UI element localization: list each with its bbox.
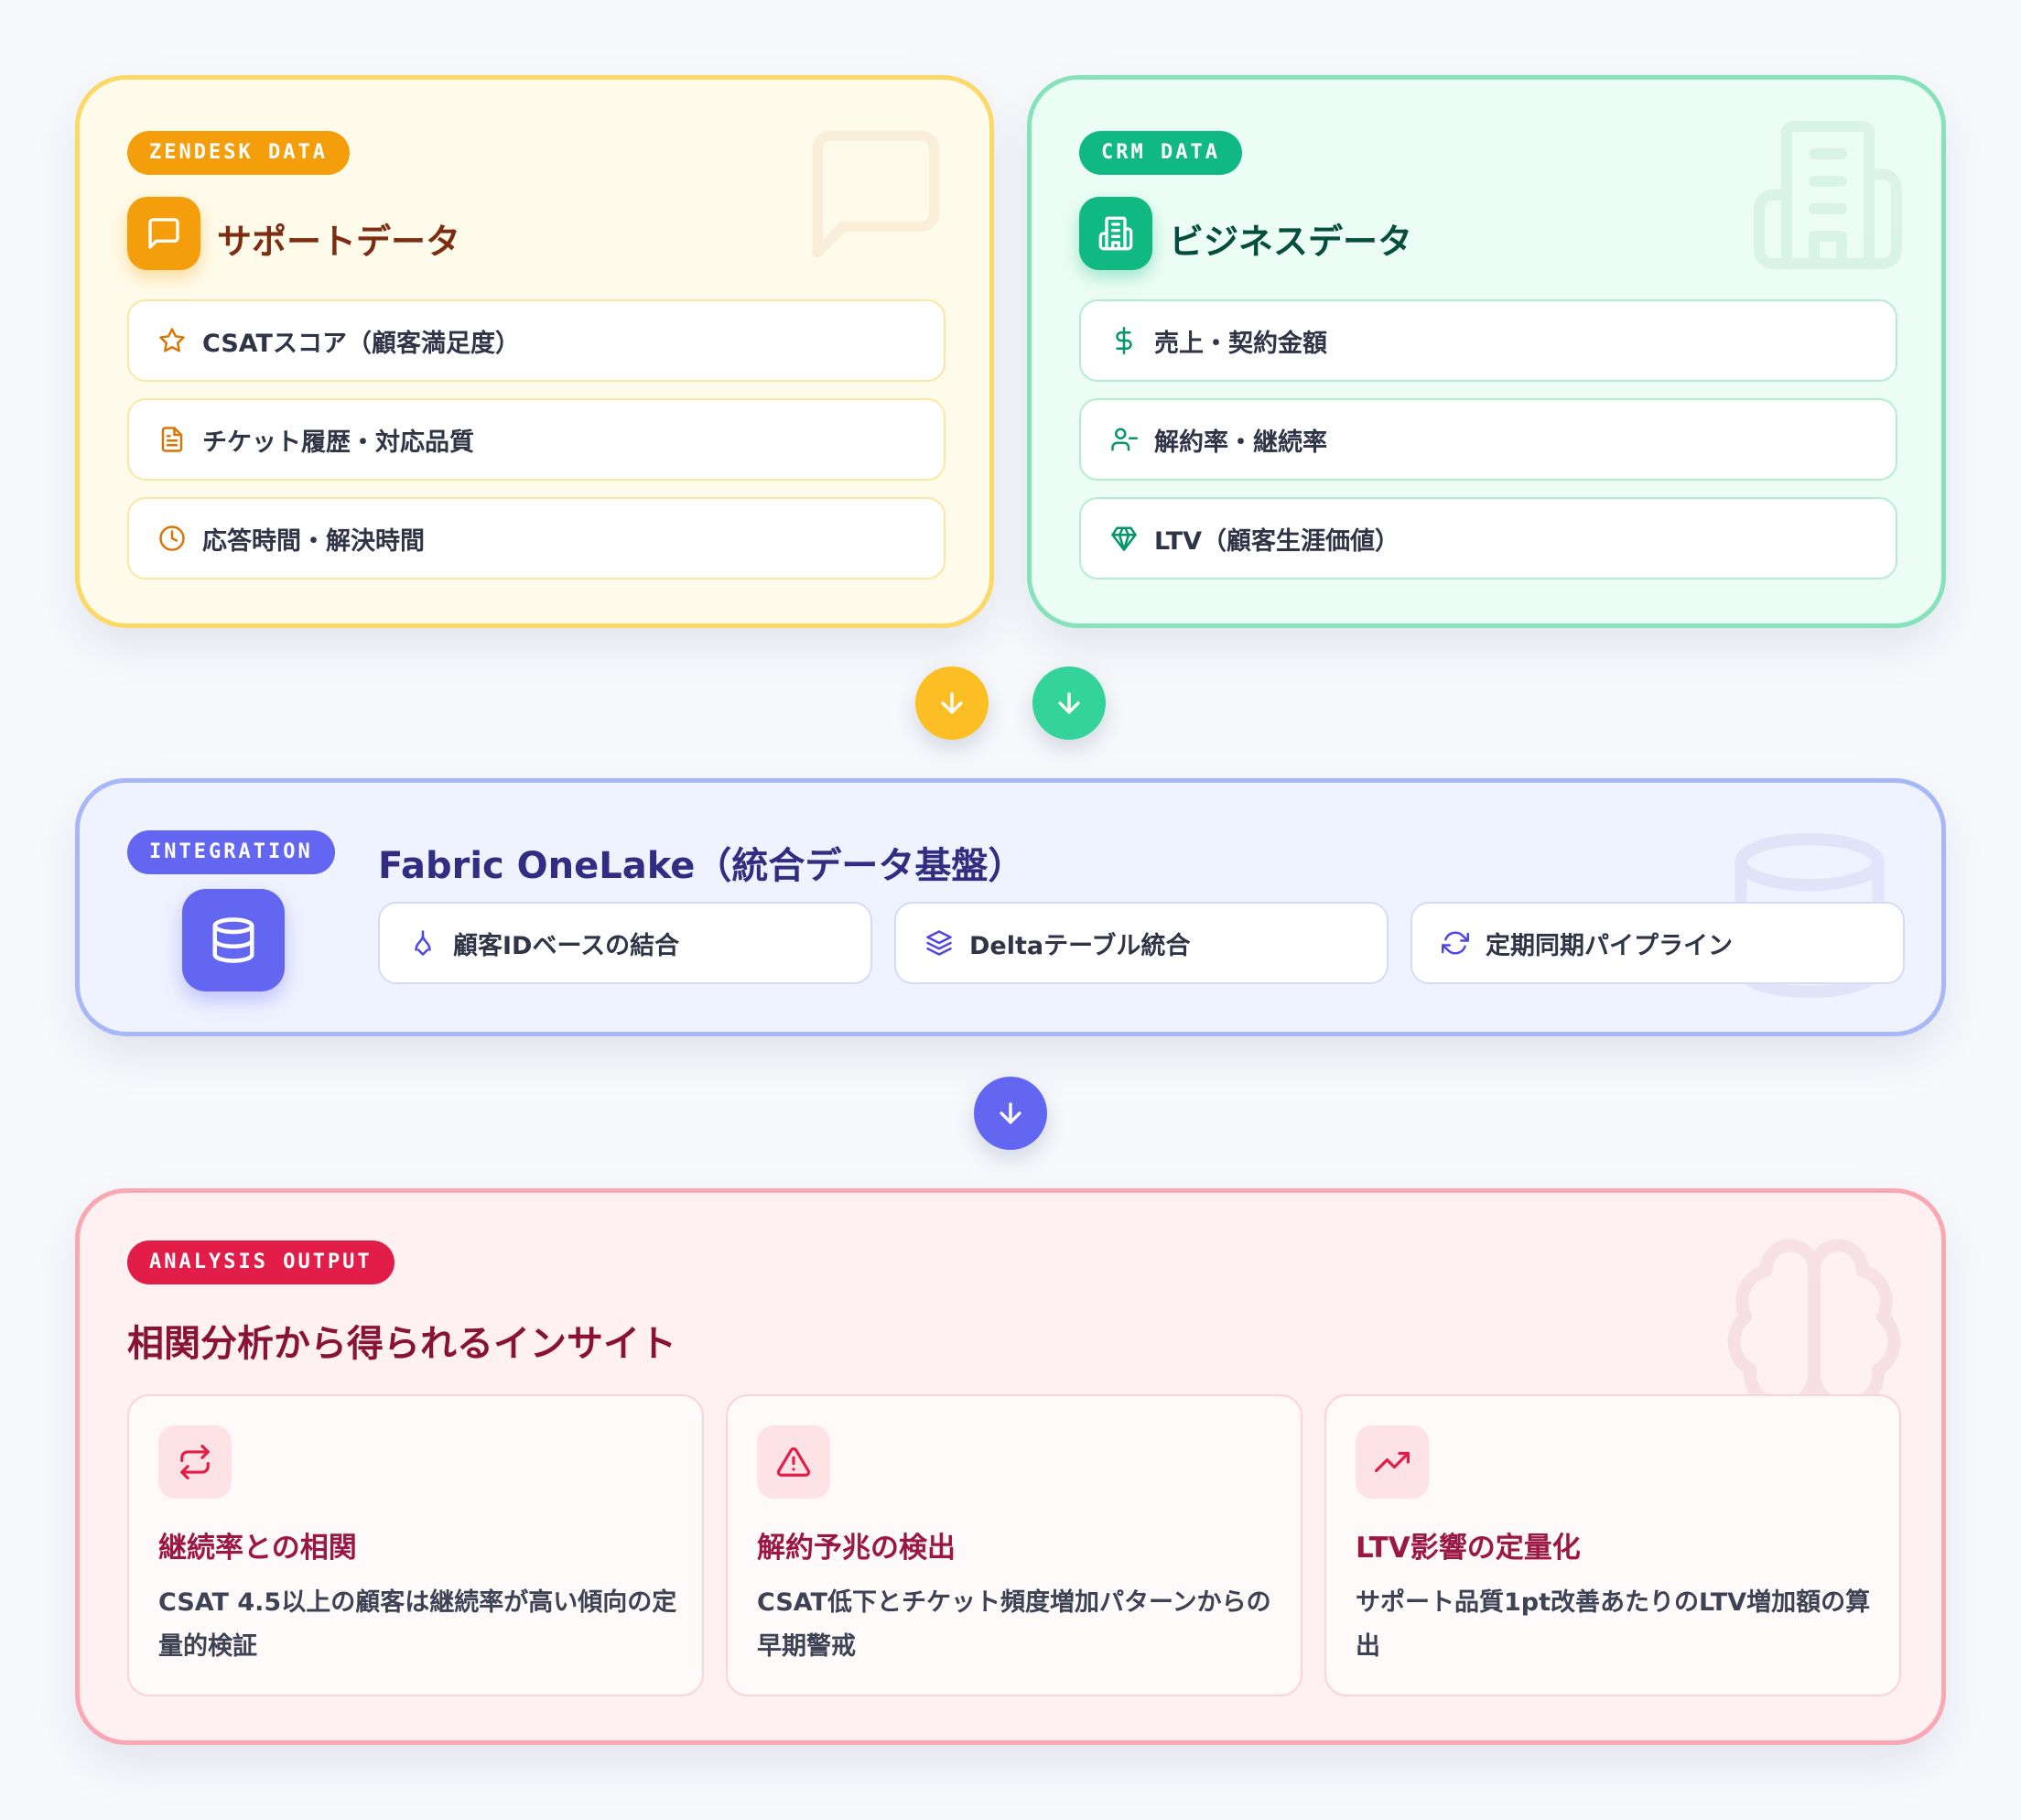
arrow-down-icon [1000, 1102, 1021, 1124]
insight-icon-box [757, 1425, 830, 1499]
integration-item-label: 顧客IDベースの結合 [453, 931, 680, 960]
support-data-title: サポートデータ [217, 222, 461, 262]
support-item-csat: CSATスコア（顧客満足度） [127, 299, 946, 382]
zendesk-data-badge: ZENDESK DATA [127, 131, 350, 175]
integration-item-label: 定期同期パイプライン [1486, 931, 1733, 960]
merge-icon [407, 927, 438, 959]
repeat-icon [180, 1445, 210, 1479]
file-text-icon [157, 424, 188, 455]
insight-description: CSAT低下とチケット頻度増加パターンからの早期警戒 [757, 1588, 1271, 1661]
dollar-icon [1108, 325, 1140, 356]
insight-icon-box [1356, 1425, 1429, 1499]
message-square-icon [812, 130, 940, 258]
flow-arrow-integration [974, 1077, 1047, 1150]
insight-title: 継続率との相関 [158, 1532, 357, 1565]
crm-data-card: CRM DATA ビジネスデータ 売上・契約金額 解約率・継続率 LTV（顧客生… [1027, 75, 1946, 628]
analysis-output-card: ANALYSIS OUTPUT 相関分析から得られるインサイト 継続率との相関 … [75, 1188, 1946, 1745]
insight-title: 解約予兆の検出 [757, 1532, 956, 1565]
business-data-title: ビジネスデータ [1169, 222, 1413, 262]
insight-card-retention: 継続率との相関 CSAT 4.5以上の顧客は継続率が高い傾向の定量的検証 [127, 1394, 704, 1696]
insight-card-ltv-impact: LTV影響の定量化 サポート品質1pt改善あたりのLTV増加額の算出 [1324, 1394, 1901, 1696]
flow-arrow-business [1032, 666, 1106, 740]
support-item-label: チケット履歴・対応品質 [202, 428, 474, 457]
trending-up-icon [1375, 1451, 1410, 1473]
star-icon [157, 325, 188, 356]
integration-item-label: Deltaテーブル統合 [969, 931, 1191, 960]
support-item-label: 応答時間・解決時間 [202, 526, 425, 556]
gem-icon [1108, 523, 1140, 554]
crm-item-revenue: 売上・契約金額 [1079, 299, 1897, 382]
insight-card-churn-signal: 解約予兆の検出 CSAT低下とチケット頻度増加パターンからの早期警戒 [726, 1394, 1302, 1696]
integration-item-delta: Deltaテーブル統合 [894, 902, 1389, 984]
building-icon [1754, 121, 1902, 269]
crm-item-label: 解約率・継続率 [1154, 428, 1327, 457]
integration-item-sync: 定期同期パイプライン [1410, 902, 1905, 984]
support-data-icon-box [127, 197, 200, 270]
support-item-tickets: チケット履歴・対応品質 [127, 398, 946, 481]
integration-badge: INTEGRATION [127, 830, 335, 874]
brain-icon [1727, 1239, 1901, 1413]
insight-title: LTV影響の定量化 [1356, 1532, 1581, 1565]
arrow-down-icon [941, 692, 963, 714]
message-square-icon [148, 218, 179, 249]
insight-description: サポート品質1pt改善あたりのLTV増加額の算出 [1356, 1588, 1871, 1661]
support-item-label: CSATスコア（顧客満足度） [202, 329, 520, 358]
insight-description: CSAT 4.5以上の顧客は継続率が高い傾向の定量的検証 [158, 1588, 677, 1661]
onelake-title: Fabric OneLake（統合データ基盤） [378, 845, 1025, 887]
database-icon [212, 917, 254, 963]
insights-title: 相関分析から得られるインサイト [127, 1323, 676, 1365]
layers-icon [924, 927, 955, 959]
crm-item-ltv: LTV（顧客生涯価値） [1079, 497, 1897, 580]
crm-item-label: 売上・契約金額 [1154, 329, 1327, 358]
integration-item-join: 顧客IDベースの結合 [378, 902, 872, 984]
integration-card: INTEGRATION Fabric OneLake（統合データ基盤） 顧客ID… [75, 778, 1946, 1036]
alert-triangle-icon [776, 1447, 811, 1477]
crm-item-label: LTV（顧客生涯価値） [1154, 526, 1400, 556]
support-item-response-time: 応答時間・解決時間 [127, 497, 946, 580]
insight-icon-box [158, 1425, 232, 1499]
crm-data-badge: CRM DATA [1079, 131, 1242, 175]
refresh-icon [1440, 927, 1471, 959]
business-data-icon-box [1079, 197, 1152, 270]
clock-icon [157, 523, 188, 554]
analysis-output-badge: ANALYSIS OUTPUT [127, 1240, 394, 1284]
building-icon [1098, 216, 1133, 251]
arrow-down-icon [1058, 692, 1080, 714]
flow-arrow-support [915, 666, 989, 740]
crm-item-churn: 解約率・継続率 [1079, 398, 1897, 481]
user-minus-icon [1108, 424, 1140, 455]
onelake-icon-box [182, 889, 285, 991]
zendesk-data-card: ZENDESK DATA サポートデータ CSATスコア（顧客満足度） チケット… [75, 75, 994, 628]
